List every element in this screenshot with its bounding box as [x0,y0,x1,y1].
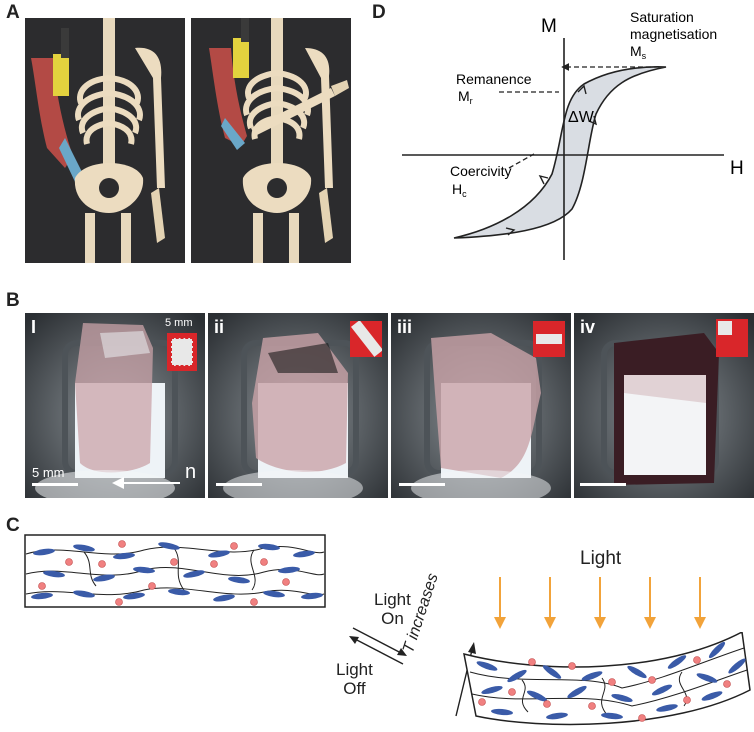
panel-letter-b: B [6,290,20,311]
frame-label-i: I [31,317,37,337]
saturation-symbol: Ms [630,43,647,61]
frame-i: I 5 mm 5 mm n [25,313,205,498]
scale-bar [32,483,78,486]
frame-label-ii: ii [214,317,225,337]
hysteresis-loop [453,66,667,239]
inset-scale-label: 5 mm [165,317,193,329]
hysteresis-loop-diagram: M H Saturation magnetisation Ms Remanenc… [402,9,744,260]
skeleton-photo-left [25,18,185,263]
inset-iv [716,319,748,357]
saturation-label-1: Saturation [630,9,694,25]
scale-bar-iv [580,483,626,486]
panel-letter-a: A [6,2,20,23]
frame-label-iv: iv [580,317,596,337]
coercivity-symbol: Hc [452,181,467,199]
coercivity-label: Coercivity [450,163,511,179]
frame-label-iii: iii [397,317,413,337]
skeleton-photo-right [191,18,351,263]
remanence-symbol: Mr [458,88,473,106]
saturation-label-2: magnetisation [630,26,717,42]
inset-iii [533,321,565,357]
director-label: n [185,461,197,483]
frame-iii: iii [391,313,571,498]
light-arrows [494,577,706,629]
panel-letter-d: D [372,2,386,23]
inset-i [167,333,197,371]
director-arrow [112,477,180,489]
panel-letter-c: C [6,515,20,536]
frame-ii: ii [208,313,388,498]
lce-bent-strip [463,632,751,726]
remanence-label: Remanence [456,71,532,87]
inset-ii [350,321,382,357]
light-switch-arrows [349,627,407,665]
light-label: Light [580,548,622,569]
frame-iv: iv [574,313,754,498]
scale-bar-ii [216,483,262,486]
scale-bar-label: 5 mm [32,465,65,480]
axis-m-label: M [541,16,557,37]
axis-h-label: H [730,158,744,179]
area-label: ΔW [568,109,595,126]
lce-flat-strip [24,534,326,608]
scale-bar-iii [399,483,445,486]
